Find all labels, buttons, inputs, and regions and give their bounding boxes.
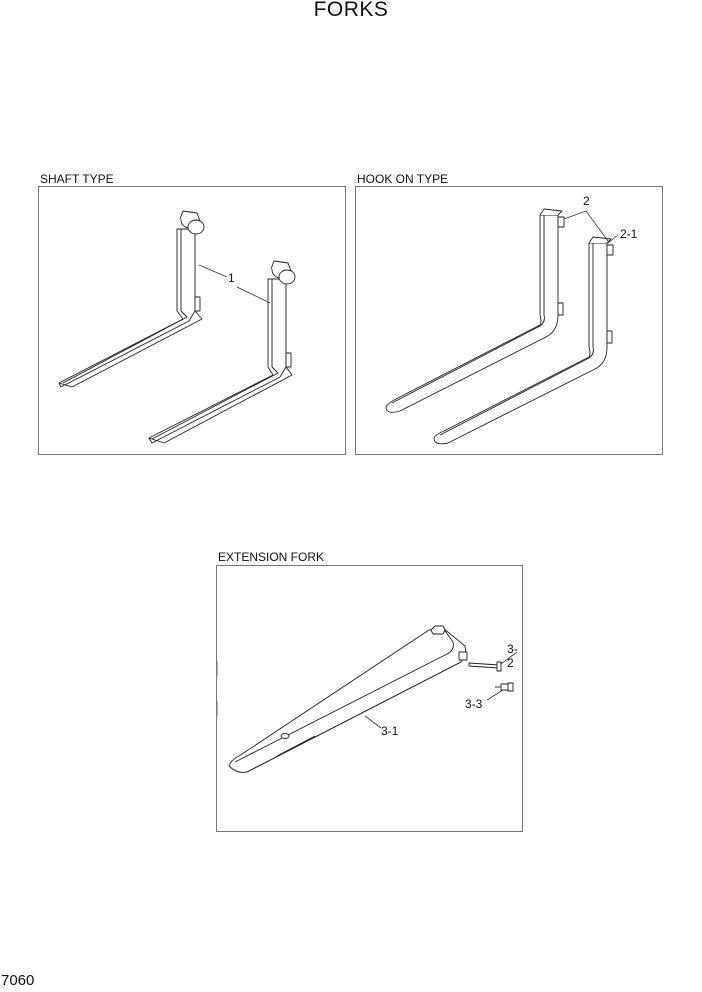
leader-2-b: [585, 210, 609, 242]
hook-fork-front: [433, 236, 614, 445]
pin-3-2: [468, 661, 502, 672]
leader-3-2: [500, 651, 518, 665]
callout-3-2: 3-2: [507, 642, 518, 670]
extension-fork-panel: 3-2 3-3 3-1: [216, 565, 523, 832]
leader-2-a: [563, 210, 587, 220]
shaft-type-drawing: [58, 210, 296, 444]
callout-3-1: 3-1: [381, 724, 399, 738]
leader-2-1: [607, 234, 619, 244]
bolt-3-3: [495, 682, 514, 692]
leader-1-a: [198, 264, 228, 278]
leader-3-3: [486, 689, 504, 701]
callout-2-1: 2-1: [620, 227, 638, 241]
extension-fork-body: [228, 625, 468, 773]
shaft-fork-front: [148, 260, 296, 444]
hook-on-type-label: HOOK ON TYPE: [357, 172, 449, 186]
hook-on-type-drawing: [385, 208, 619, 445]
hook-on-type-panel: 2 2-1: [355, 186, 663, 455]
callout-1: 1: [228, 271, 235, 285]
page-title: FORKS: [313, 0, 389, 21]
extension-fork-label: EXTENSION FORK: [218, 550, 325, 564]
extension-fork-drawing: [217, 625, 518, 773]
callout-3-3: 3-3: [465, 697, 483, 711]
leader-1-b: [236, 286, 271, 304]
shaft-type-panel: 1: [38, 186, 346, 455]
hook-fork-back: [385, 208, 565, 413]
shaft-type-label: SHAFT TYPE: [40, 172, 114, 186]
callout-2: 2: [583, 194, 590, 208]
shaft-fork-back: [58, 210, 205, 388]
page-number: 7060: [1, 972, 35, 989]
leader-3-1: [364, 715, 382, 729]
